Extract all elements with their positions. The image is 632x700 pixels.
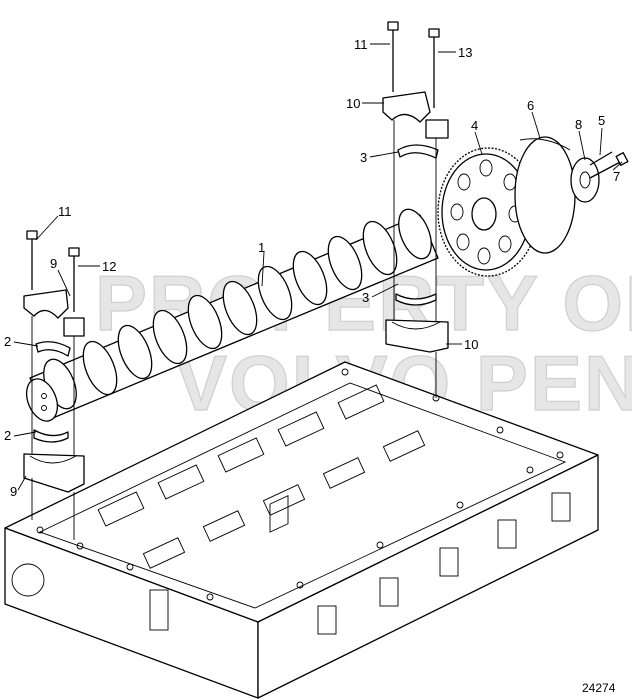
callout-11-left: 11 xyxy=(58,204,72,219)
callout-1: 1 xyxy=(258,240,265,255)
right-bearing-assembly xyxy=(382,21,449,398)
leader-lines xyxy=(13,43,623,491)
callout-13: 13 xyxy=(458,45,472,60)
bolt-7 xyxy=(589,152,629,179)
camshaft xyxy=(25,208,439,422)
callout-5: 5 xyxy=(598,113,605,128)
side-ports xyxy=(269,492,571,635)
hub xyxy=(570,157,600,203)
camshaft-lobes xyxy=(43,208,432,410)
front-bore xyxy=(11,563,45,597)
vibration-damper xyxy=(514,136,576,254)
callout-3-top: 3 xyxy=(360,150,367,165)
callout-9-top: 9 xyxy=(50,256,57,271)
callout-3-lower: 3 xyxy=(362,290,369,305)
callout-7: 7 xyxy=(613,169,620,184)
bearing-shell-3-top xyxy=(397,144,439,159)
callout-9-lower: 9 xyxy=(10,484,17,499)
callout-8: 8 xyxy=(575,117,582,132)
bearing-shell-2-top xyxy=(35,341,71,357)
gasket-outline xyxy=(38,382,567,609)
cylinder-head xyxy=(4,361,599,699)
front-port xyxy=(149,589,169,631)
bearing-cap-10-top xyxy=(382,91,431,123)
damper-body xyxy=(514,136,576,254)
callout-10-top: 10 xyxy=(346,96,360,111)
gear-hub xyxy=(471,197,497,231)
camshaft-end xyxy=(25,378,59,422)
callout-12: 12 xyxy=(102,259,116,274)
cylinder-head-side-face xyxy=(257,454,599,699)
callouts: 1 2 2 3 3 4 5 6 7 8 9 9 10 10 11 11 12 1… xyxy=(4,37,620,499)
callout-11-right: 11 xyxy=(354,37,368,52)
camshaft-gear xyxy=(437,147,539,277)
bearing-shell-2-lower xyxy=(33,429,69,443)
bolt-holes xyxy=(36,368,564,601)
callout-2-lower: 2 xyxy=(4,428,11,443)
bearing-cap-block xyxy=(425,119,449,139)
callout-10-lower: 10 xyxy=(464,337,478,352)
top-ports xyxy=(97,384,426,569)
callout-2-top: 2 xyxy=(4,334,11,349)
bearing-cap-9-lower xyxy=(23,453,85,493)
pin xyxy=(589,151,613,166)
bearing-cap-9-top xyxy=(23,289,69,319)
left-bearing-assembly xyxy=(23,230,85,540)
hub-body xyxy=(570,157,600,203)
bearing-cap-10-lower xyxy=(385,319,449,353)
callout-6: 6 xyxy=(527,98,534,113)
bearing-cap-9-block xyxy=(63,317,85,337)
figure-number: 24274 xyxy=(582,681,616,695)
callout-4: 4 xyxy=(471,118,478,133)
